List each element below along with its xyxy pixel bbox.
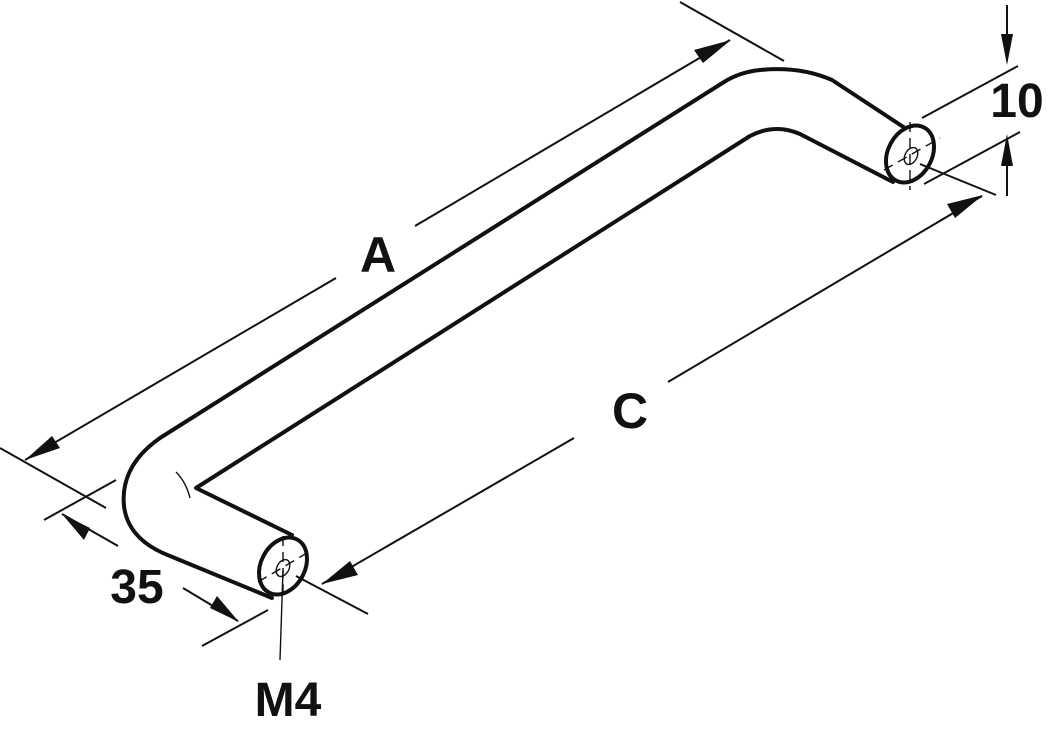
dimension-10-label: 10: [990, 75, 1043, 128]
thread-m4-label: M4: [255, 674, 322, 727]
dimension-35-label: 35: [110, 561, 163, 614]
dimension-c: C: [295, 163, 997, 615]
dimension-a-label: A: [360, 227, 396, 283]
inner-bend-arc: [175, 471, 191, 499]
handle-inner-edge: [194, 127, 895, 537]
dimension-10: 10: [921, 5, 1044, 196]
dimension-35: 35: [43, 479, 269, 647]
dimension-c-label: C: [612, 383, 648, 439]
thread-callout: M4: [255, 569, 322, 727]
right-end-cap: [883, 122, 941, 190]
handle-outer-edge: [121, 67, 907, 600]
handle-body: [121, 67, 907, 600]
dimension-a: A: [0, 1, 785, 509]
